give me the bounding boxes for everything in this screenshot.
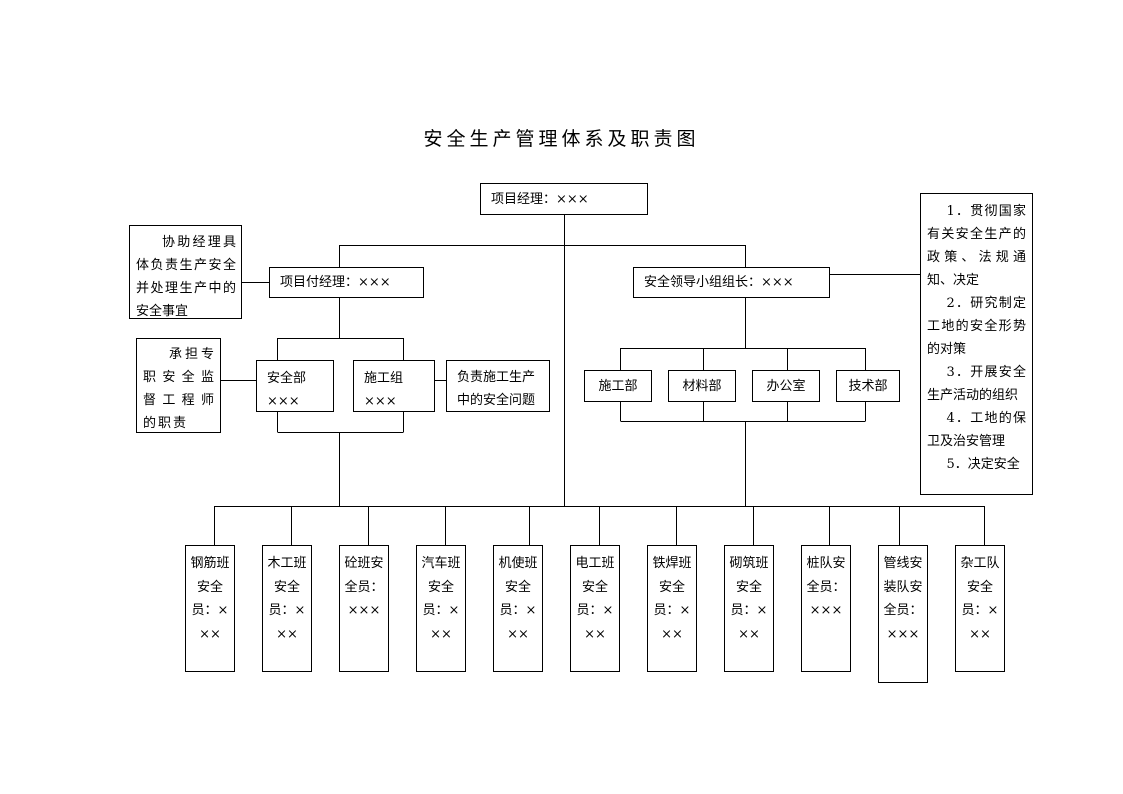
construction-group-name: 施工组 xyxy=(364,371,404,386)
safety-dept-name: 安全部 xyxy=(267,371,307,386)
team-safety-officer-box: 汽车班安全员：××× xyxy=(416,545,466,672)
department-box: 办公室 xyxy=(752,370,820,402)
project-manager-box: 项目经理：××× xyxy=(480,183,648,215)
team-safety-officer-box: 砌筑班安全员：××× xyxy=(724,545,774,672)
department-box: 技术部 xyxy=(836,370,900,402)
deputy-manager-box: 项目付经理：××× xyxy=(269,267,424,298)
team-safety-officer-box: 电工班安全员：××× xyxy=(570,545,620,672)
construction-group-note-box: 负责施工生产中的安全问题 xyxy=(446,360,550,412)
safety-dept-head: ××× xyxy=(267,394,300,409)
team-safety-officer-box: 桩队安全员：××× xyxy=(801,545,851,672)
department-box: 材料部 xyxy=(668,370,736,402)
duty-item: 1．贯彻国家有关安全生产的政策、法规通 知、决定 xyxy=(927,204,1026,288)
team-safety-officer-box: 砼班安全员：××× xyxy=(339,545,389,672)
team-safety-officer-box: 机使班安全员：××× xyxy=(493,545,543,672)
page-title: 安全生产管理体系及职责图 xyxy=(423,128,700,150)
team-safety-officer-box: 杂工队安全员：××× xyxy=(955,545,1005,672)
safety-dept-box: 安全部 ××× xyxy=(256,360,334,412)
department-box: 施工部 xyxy=(584,370,652,402)
duties-box: 1．贯彻国家有关安全生产的政策、法规通 知、决定 2．研究制定工地的安全形势的对… xyxy=(920,193,1033,495)
safety-dept-note-box: 承担专职安全监督工程师的职责 xyxy=(136,338,221,433)
deputy-note-box: 协助经理具体负责生产安全并处理生产中的安全事宜 xyxy=(129,225,242,319)
construction-group-head: ××× xyxy=(364,394,397,409)
duty-item: 2．研究制定工地的安全形势的对策 xyxy=(927,296,1026,357)
team-safety-officer-box: 木工班安全员：××× xyxy=(262,545,312,672)
duty-item: 5．决定安全 xyxy=(946,457,1020,472)
duty-item: 3．开展安全生产活动的组织 xyxy=(927,365,1026,403)
team-safety-officer-box: 钢筋班安全员：××× xyxy=(185,545,235,672)
duty-item: 4．工地的保卫及治安管理 xyxy=(927,411,1026,449)
team-safety-officer-box: 铁焊班安全员：××× xyxy=(647,545,697,672)
construction-group-box: 施工组 ××× xyxy=(353,360,435,412)
safety-leader-box: 安全领导小组组长：××× xyxy=(633,267,830,298)
team-safety-officer-box: 管线安装队安全员：××× xyxy=(878,545,928,683)
